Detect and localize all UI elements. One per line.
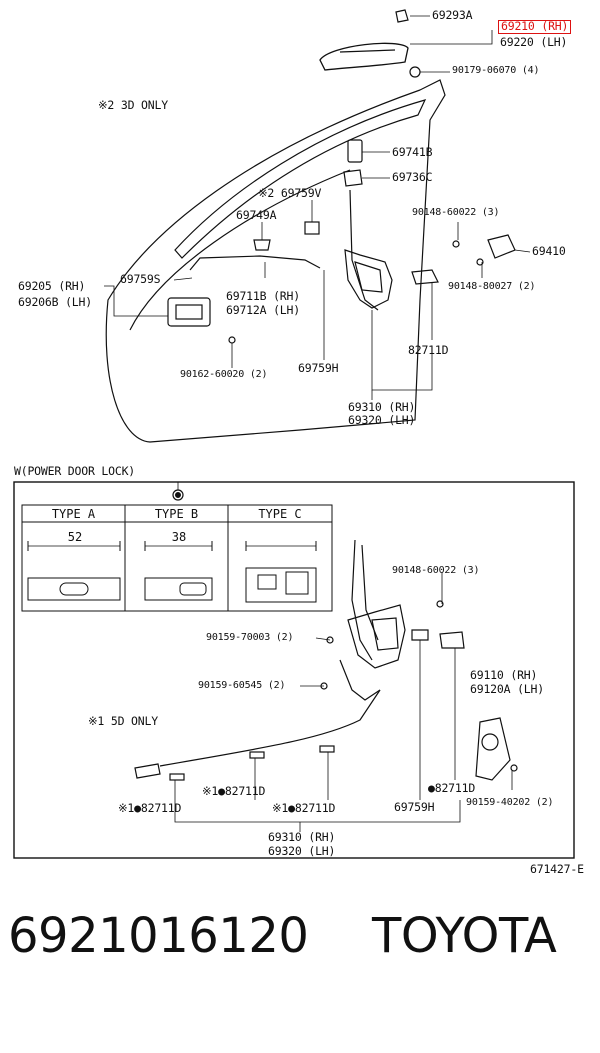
power-lock-frame	[13, 481, 575, 859]
label-69741b: 69741B	[392, 145, 433, 159]
figure-number: 671427-E	[530, 862, 584, 876]
label-69205: 69205 (RH)	[18, 279, 86, 293]
striker-69410	[487, 234, 516, 259]
label-69310-top: 69310 (RH)	[348, 400, 416, 414]
label-90148-80027: 90148-80027 (2)	[448, 281, 536, 292]
lock-knob-69741b	[347, 139, 363, 163]
label-90159-40202: 90159-40202 (2)	[466, 797, 554, 808]
label-82711d-top: 82711D	[408, 343, 449, 357]
clip-69749a	[253, 239, 271, 251]
part-number: 6921016120	[8, 908, 309, 964]
door-outline	[105, 79, 446, 443]
door-inner-panel	[129, 169, 351, 331]
label-69110: 69110 (RH)	[470, 668, 538, 682]
label-69759s: 69759S	[120, 272, 161, 286]
type-a-header: TYPE A	[51, 507, 96, 521]
label-69410: 69410	[532, 244, 566, 258]
lock-bracket	[339, 659, 381, 701]
label-69759h-bottom: 69759H	[394, 800, 435, 814]
label-69712a: 69712A (LH)	[226, 303, 300, 317]
inside-handle-69205	[167, 297, 211, 327]
bolt-90179	[409, 66, 421, 78]
label-90162: 90162-60020 (2)	[180, 369, 268, 380]
cable-bottom	[159, 689, 381, 767]
label-82711d-mid: ※1●82711D	[202, 784, 266, 798]
label-69736c: 69736C	[392, 170, 433, 184]
connector-82711d-top	[411, 269, 439, 285]
label-69210-highlight: 69210 (RH)	[498, 20, 572, 34]
outside-handle-69210	[319, 42, 409, 71]
door-lock-motor-69110	[475, 717, 511, 781]
lock-assembly-bottom	[347, 604, 406, 669]
lock-rod-top	[349, 189, 379, 311]
label-69711b: 69711B (RH)	[226, 289, 300, 303]
label-69759v: ※2 69759V	[258, 186, 322, 200]
cable-69711b	[189, 255, 321, 271]
type-c-header: TYPE C	[258, 507, 302, 521]
label-90179: 90179-06070 (4)	[452, 65, 540, 76]
label-82711d-left: ※1●82711D	[118, 801, 182, 815]
label-90148-60022-bottom: 90148-60022 (3)	[392, 565, 480, 576]
type-a-dimension: 52	[67, 530, 83, 544]
lock-assembly-top	[344, 249, 393, 309]
label-82711d-right: ●82711D	[428, 781, 476, 795]
note-3d-only: ※2 3D ONLY	[98, 98, 168, 112]
lock-rod-bottom	[351, 539, 373, 661]
label-90148-60022-top: 90148-60022 (3)	[412, 207, 500, 218]
door-window-frame	[174, 99, 427, 259]
label-69293a: 69293A	[432, 8, 473, 22]
label-90159-60545: 90159-60545 (2)	[198, 680, 286, 691]
type-table	[21, 504, 333, 612]
label-69749a: 69749A	[236, 208, 277, 222]
type-b-header: TYPE B	[154, 507, 199, 521]
lock-rod-bottom-2	[361, 544, 379, 641]
brand-name: TOYOTA	[372, 908, 557, 964]
label-69220: 69220 (LH)	[500, 35, 568, 49]
label-90159-70003: 90159-70003 (2)	[206, 632, 294, 643]
label-69206b: 69206B (LH)	[18, 295, 92, 309]
label-69120a: 69120A (LH)	[470, 682, 544, 696]
label-69759h-top: 69759H	[298, 361, 339, 375]
bushing-69736c	[343, 169, 363, 187]
label-power-door-lock: W(POWER DOOR LOCK)	[14, 464, 136, 478]
label-69320-top: 69320 (LH)	[348, 413, 416, 427]
note-5d-only: ※1 5D ONLY	[88, 714, 158, 728]
part-69759v	[304, 221, 320, 235]
label-69310-bottom: 69310 (RH)	[268, 830, 336, 844]
label-82711d-center: ※1●82711D	[272, 801, 336, 815]
type-b-dimension: 38	[171, 530, 187, 544]
label-69320-bottom: 69320 (LH)	[268, 844, 336, 858]
handle-pad-69293a	[395, 9, 409, 23]
